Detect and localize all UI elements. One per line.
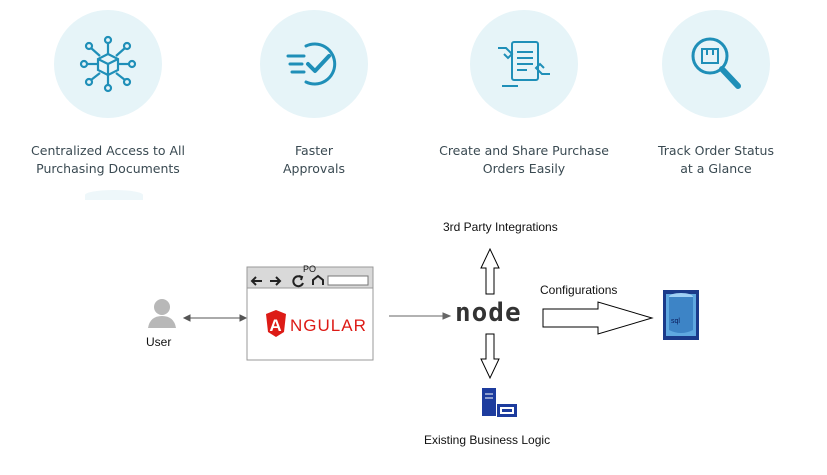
database-text: sql <box>671 318 680 325</box>
node-logo: node <box>455 298 522 328</box>
browser-tab-label: PO <box>303 264 317 274</box>
check-speed-icon <box>286 42 337 86</box>
database-icon <box>663 290 699 340</box>
angular-text-label: A NGULAR <box>262 316 367 336</box>
up-arrow-integrations <box>480 247 500 295</box>
configurations-label: Configurations <box>540 283 618 297</box>
user-browser-arrow <box>182 314 248 322</box>
angular-word: NGULAR <box>290 316 367 335</box>
business-logic-label: Existing Business Logic <box>424 433 551 447</box>
browser-address-bar <box>327 275 369 286</box>
feature-icon-circle <box>260 10 368 118</box>
network-cube-icon <box>79 35 137 93</box>
feature-icon-circle <box>470 10 578 118</box>
feature-track-order: Track Order Status at a Glance <box>616 10 816 178</box>
browser-node-arrow <box>389 312 452 320</box>
feature-label: Create and Share Purchase Orders Easily <box>439 143 609 176</box>
browser-forward-icon <box>270 276 282 286</box>
faint-circle-decoration <box>85 190 143 200</box>
feature-create-share: Create and Share Purchase Orders Easily <box>424 10 624 178</box>
integrations-label: 3rd Party Integrations <box>443 220 558 234</box>
browser-back-icon <box>250 276 262 286</box>
browser-reload-icon <box>292 275 304 288</box>
browser-home-icon <box>312 274 324 285</box>
feature-centralized-access: Centralized Access to All Purchasing Doc… <box>8 10 208 178</box>
server-icon <box>482 388 517 417</box>
feature-label: Track Order Status at a Glance <box>657 143 774 176</box>
magnifier-box-icon <box>691 37 741 89</box>
feature-icon-circle <box>54 10 162 118</box>
right-arrow-configurations <box>542 301 654 335</box>
user-icon <box>148 299 176 328</box>
document-share-icon <box>498 41 550 87</box>
user-label: User <box>146 335 172 349</box>
feature-faster-approvals: Faster Approvals <box>214 10 414 178</box>
feature-label: Centralized Access to All Purchasing Doc… <box>31 143 185 176</box>
angular-letter: A <box>269 316 283 335</box>
down-arrow-business-logic <box>480 333 500 380</box>
feature-icon-circle <box>662 10 770 118</box>
browser-window <box>246 266 374 361</box>
feature-label: Faster Approvals <box>283 143 345 176</box>
